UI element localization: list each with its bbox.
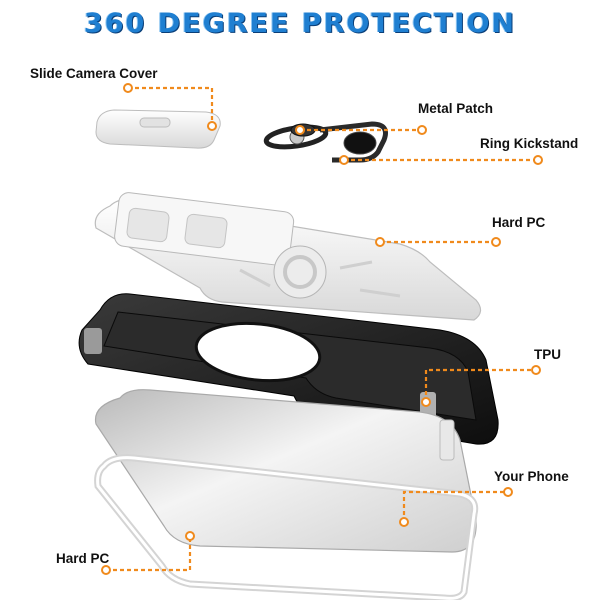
label-hard-pc-bottom: Hard PC xyxy=(56,551,110,566)
leader-your-phone xyxy=(402,490,508,522)
label-slide-camera-cover: Slide Camera Cover xyxy=(30,66,158,81)
slide-camera-cover-part xyxy=(95,109,221,149)
leader-tpu xyxy=(424,368,536,402)
hard-pc-bottom-frame xyxy=(94,454,479,600)
ring-kickstand-part xyxy=(263,121,388,163)
phone-part xyxy=(94,389,477,553)
page-title: 360 DEGREE PROTECTION xyxy=(83,8,517,39)
leader-slide-camera-cover xyxy=(128,86,214,126)
label-hard-pc-top: Hard PC xyxy=(492,215,546,230)
label-your-phone: Your Phone xyxy=(494,469,569,484)
leader-hard-pc-bottom xyxy=(106,536,192,572)
leader-dots xyxy=(101,83,543,575)
label-metal-patch: Metal Patch xyxy=(418,101,494,116)
label-tpu: TPU xyxy=(534,347,561,362)
label-ring-kickstand: Ring Kickstand xyxy=(480,136,579,151)
leader-lines xyxy=(106,86,538,572)
hard-pc-top-shell xyxy=(94,192,482,321)
